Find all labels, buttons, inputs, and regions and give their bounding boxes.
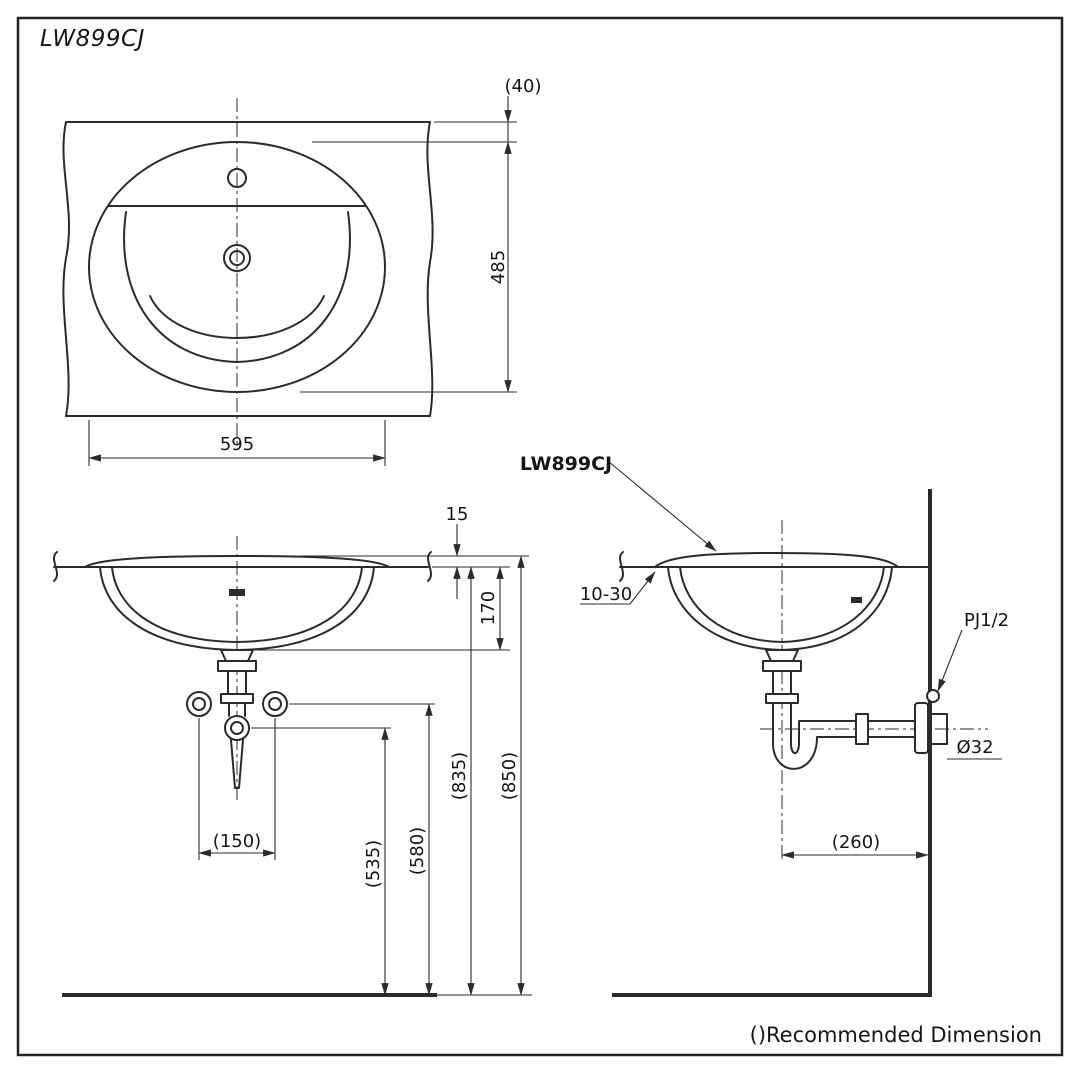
wall-escutcheon: [914, 702, 929, 754]
supply-stub-left-inner: [192, 697, 206, 711]
p-trap-inner: [789, 720, 925, 755]
footer-note: ()Recommended Dimension: [750, 1023, 1042, 1047]
drain-diameter-label: Ø32: [956, 737, 993, 758]
trap-union: [224, 715, 250, 741]
basin-bottom-arc: [149, 295, 325, 339]
dim-counter-height-label: (850): [499, 752, 520, 800]
coupling-nut: [765, 693, 799, 704]
supply-leader-line: [937, 629, 963, 692]
dim-supply-centers-label: (150): [213, 831, 261, 852]
counter-break-left: [62, 121, 70, 417]
drain-hole-outer: [223, 244, 251, 272]
dim-counter-underside-label: (835): [449, 752, 470, 800]
drain-flange: [220, 649, 254, 662]
page-title: LW899CJ: [40, 26, 145, 52]
supply-stub-right: [262, 691, 288, 717]
bowl-outer-wall: [667, 566, 893, 651]
dim-trap-outlet-height-label: (535): [363, 840, 384, 888]
arm-coupling-nut: [855, 713, 869, 745]
dim-offset-back-label: (40): [505, 76, 542, 97]
front-view: 15 170 (150) (535) (580) (835) (850): [53, 504, 532, 997]
counter-break-left: [53, 551, 58, 582]
wall-pipe-stub: [931, 713, 948, 745]
coupling-nut: [762, 660, 802, 672]
drain-flange: [765, 649, 799, 662]
p-trap-outer: [771, 736, 925, 770]
dim-bowl-depth-label: 170: [478, 591, 499, 625]
counter-break-left: [619, 551, 624, 582]
overflow-slot: [851, 597, 862, 603]
trap-union-inner: [230, 721, 244, 735]
product-leader-line: [607, 460, 717, 552]
border-frame: [16, 16, 1064, 1057]
coupling-nut: [220, 693, 254, 704]
counter-break-right: [427, 551, 432, 582]
supply-label: PJ1/2: [964, 610, 1009, 631]
supply-stub-right-inner: [268, 697, 282, 711]
supply-wall-fitting: [926, 689, 940, 703]
side-view: LW899CJ 10-30 PJ1/2 Ø32 (260): [520, 453, 1009, 997]
counter-break-right: [426, 121, 434, 417]
top-view: (40) 485 595: [62, 76, 542, 466]
dim-rim-height-label: 15: [446, 504, 469, 525]
counter-thickness-label: 10-30: [580, 584, 632, 605]
supply-stub-left: [186, 691, 212, 717]
sink-rim-profile: [654, 552, 899, 568]
counter-thickness-leader: [580, 571, 656, 605]
coupling-nut: [217, 660, 257, 672]
product-label: LW899CJ: [520, 453, 612, 475]
dim-width-label: 595: [220, 434, 254, 455]
tapered-tailpiece: [230, 739, 244, 789]
dim-depth-label: 485: [488, 250, 509, 284]
dim-wall-to-drain-label: (260): [832, 832, 880, 853]
bowl-inner-wall: [679, 566, 885, 643]
dim-supply-height-label: (580): [407, 827, 428, 875]
